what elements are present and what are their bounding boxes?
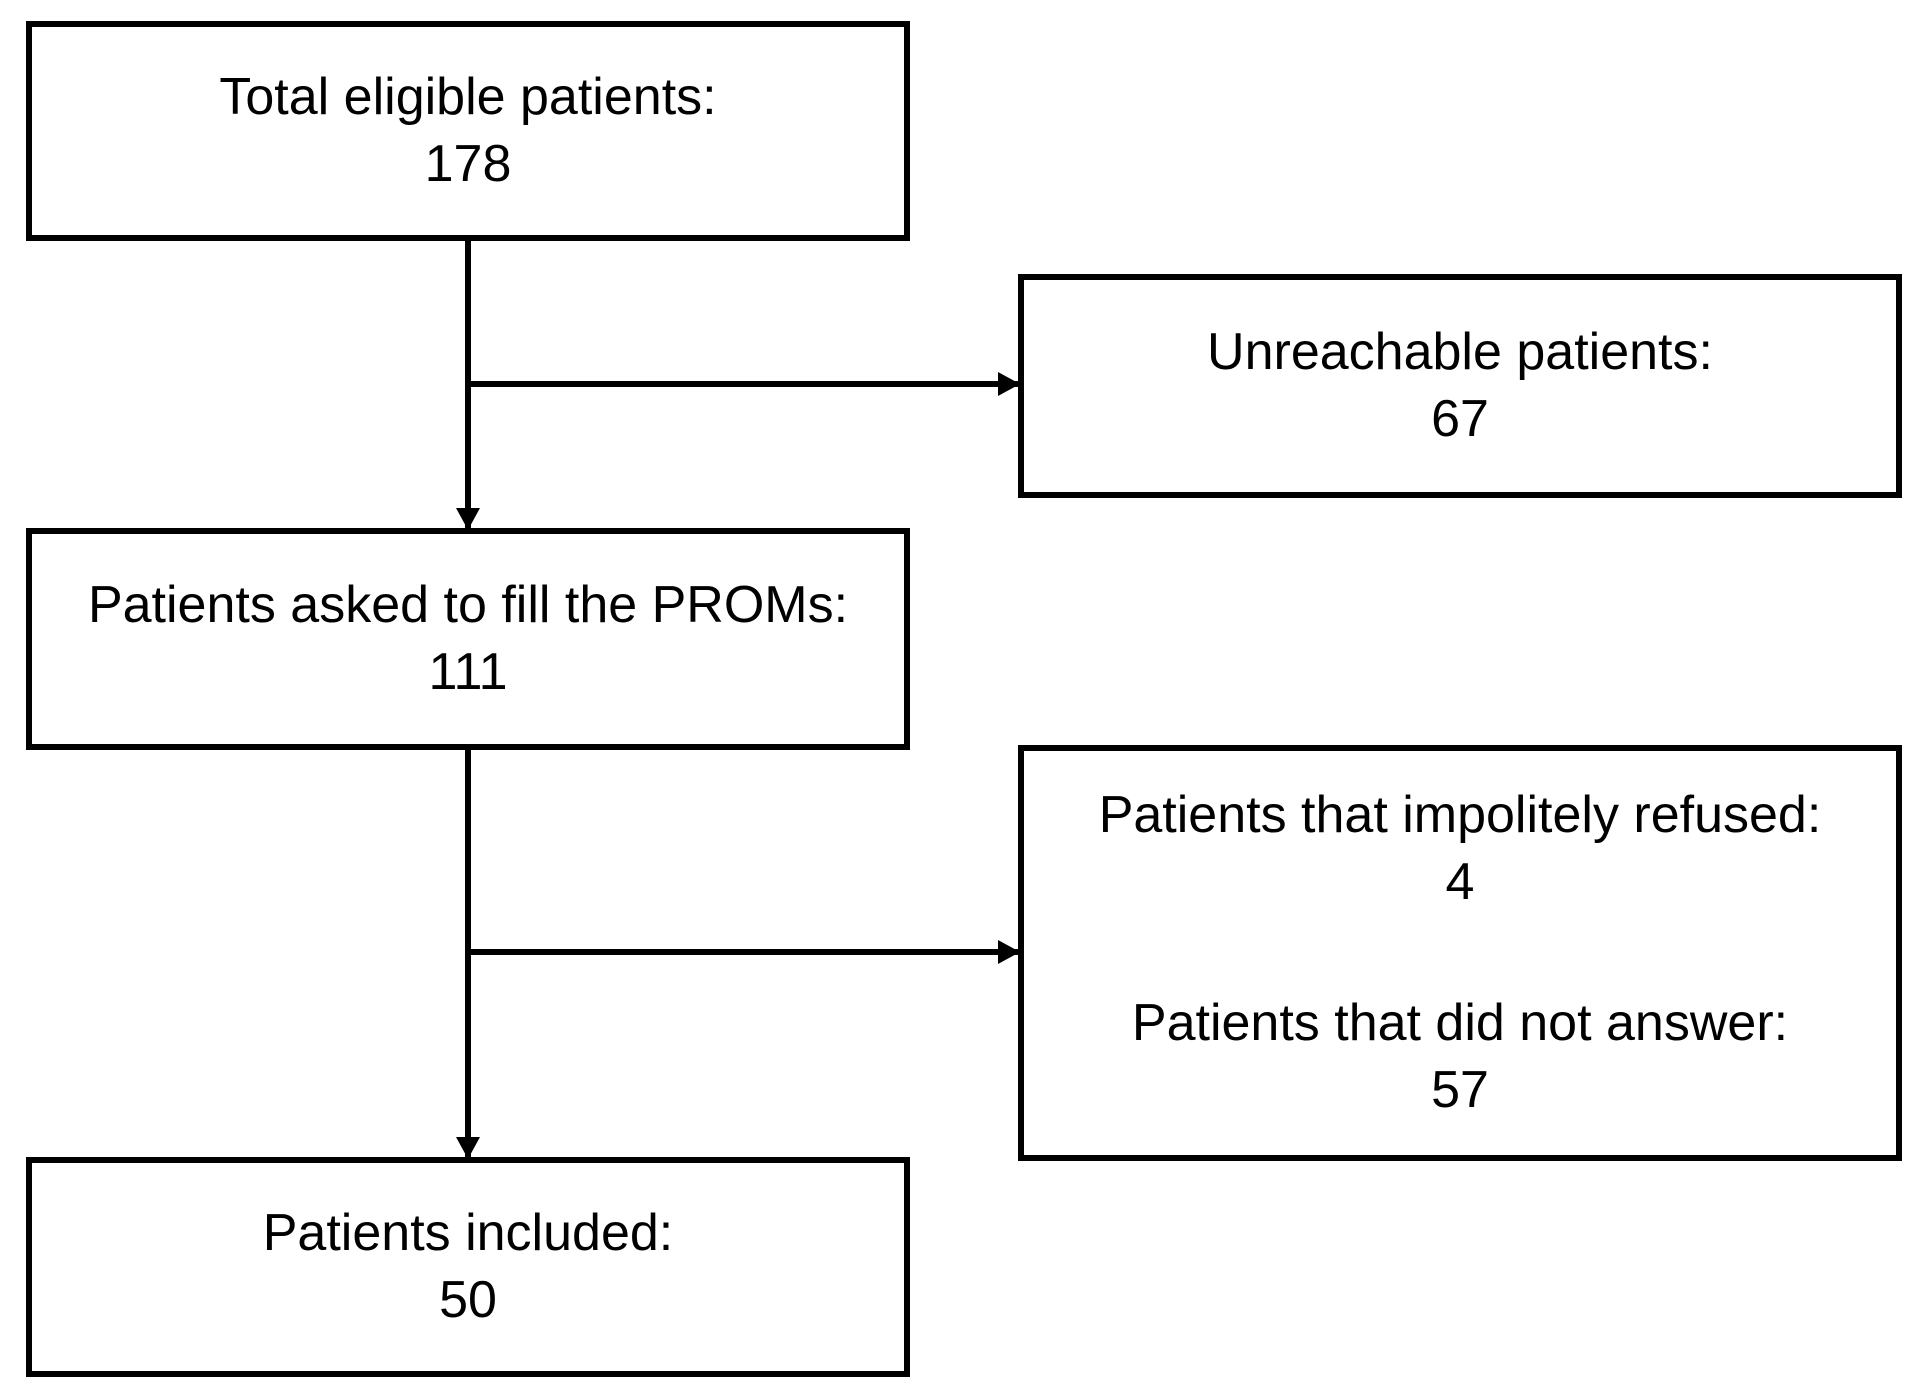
included-label: Patients included: bbox=[262, 1204, 674, 1262]
arrowhead-total-to-asked bbox=[456, 508, 480, 530]
asked-value: 111 bbox=[428, 643, 508, 701]
asked-box: Patients asked to fill the PROMs: 111 bbox=[26, 528, 910, 750]
included-box: Patients included: 50 bbox=[26, 1157, 910, 1377]
nonresponders-box: Patients that impolitely refused: 4 Pati… bbox=[1018, 745, 1902, 1161]
no-answer-group: Patients that did not answer: 57 bbox=[1132, 990, 1788, 1124]
arrowhead-asked-to-nonresponders bbox=[998, 940, 1020, 964]
refused-value: 4 bbox=[1445, 853, 1475, 911]
total-eligible-value: 178 bbox=[424, 135, 512, 193]
total-eligible-label: Total eligible patients: bbox=[219, 68, 717, 126]
no-answer-label: Patients that did not answer: bbox=[1131, 994, 1789, 1052]
arrowhead-asked-to-included bbox=[456, 1137, 480, 1159]
unreachable-box: Unreachable patients: 67 bbox=[1018, 274, 1902, 498]
arrowhead-total-to-unreachable bbox=[998, 372, 1020, 396]
unreachable-label: Unreachable patients: bbox=[1207, 323, 1713, 381]
included-value: 50 bbox=[439, 1271, 497, 1329]
unreachable-value: 67 bbox=[1431, 390, 1489, 448]
refused-group: Patients that impolitely refused: 4 bbox=[1099, 782, 1822, 916]
no-answer-value: 57 bbox=[1431, 1061, 1489, 1119]
total-eligible-box: Total eligible patients: 178 bbox=[26, 21, 910, 241]
refused-label: Patients that impolitely refused: bbox=[1098, 786, 1822, 844]
asked-label: Patients asked to fill the PROMs: bbox=[87, 576, 849, 634]
